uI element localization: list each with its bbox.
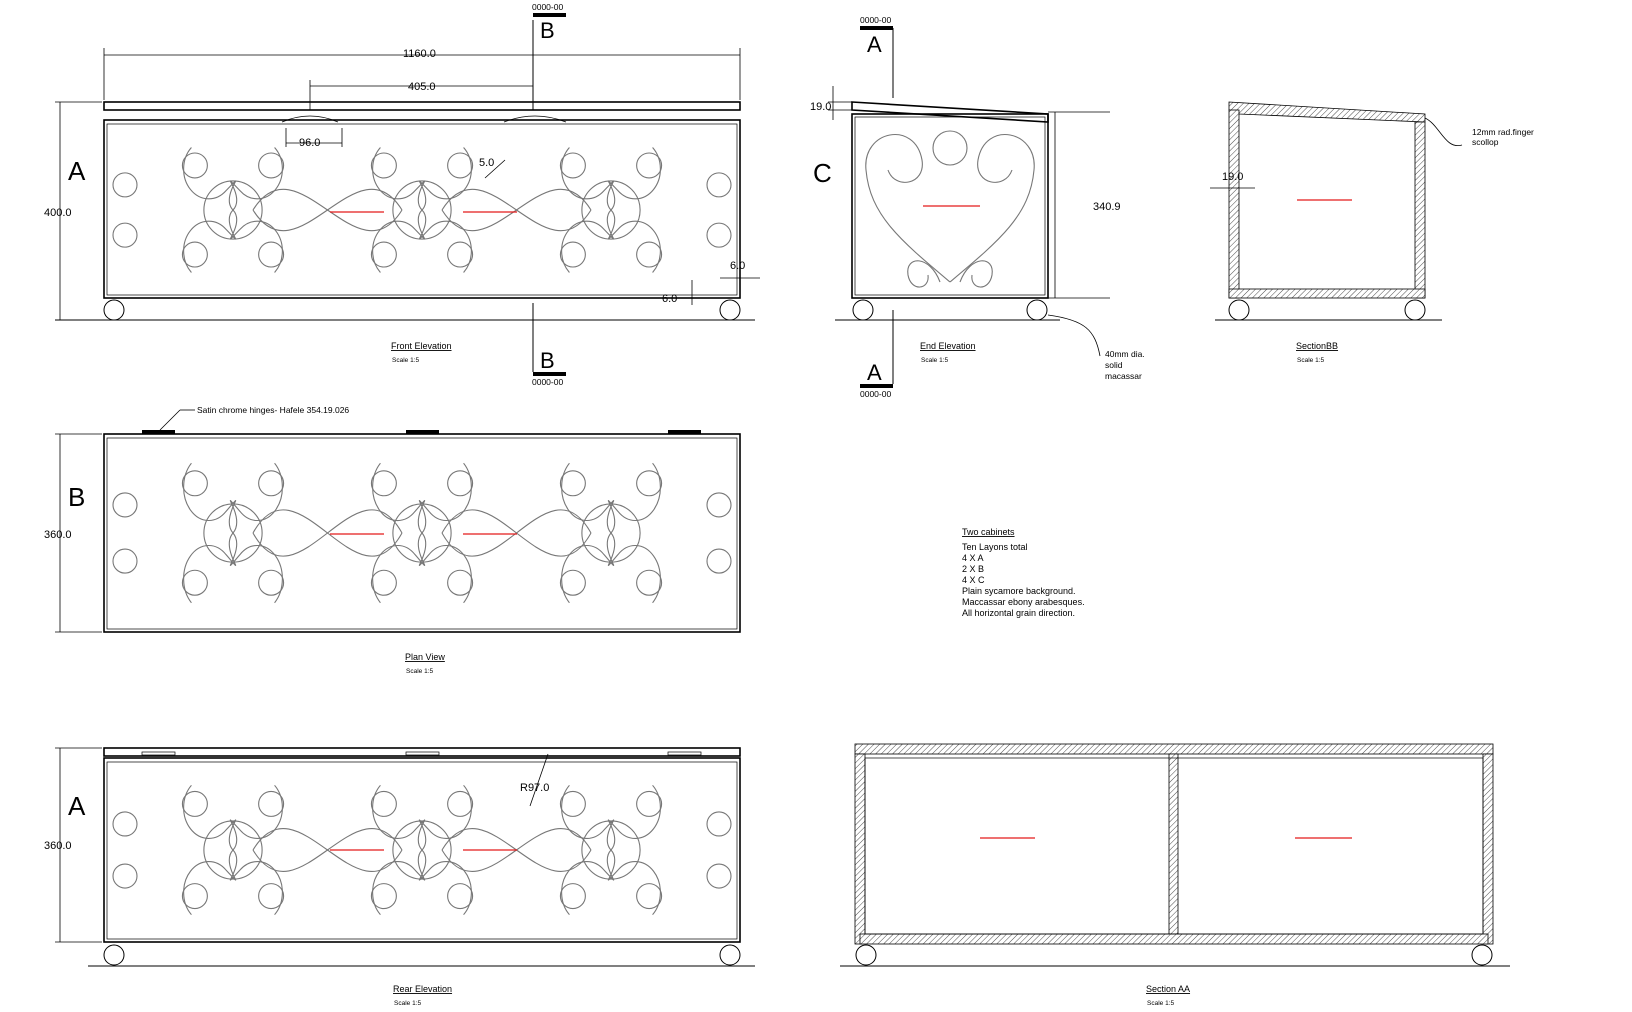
dim-lid-thickness: 19.0 <box>810 101 831 113</box>
dim-radius: R97.0 <box>520 782 549 794</box>
section-bb-scale: Scale 1:5 <box>1297 357 1324 364</box>
notes-line: Ten Layons total <box>962 542 1028 552</box>
section-bb: 19.0 12mm rad.finger scollop SectionBB S… <box>1210 101 1534 364</box>
plan-arabesque <box>112 462 732 604</box>
section-a-top-ref: 0000-00 <box>860 15 891 25</box>
section-a-bottom-letter: A <box>867 360 882 385</box>
notes-line: Maccassar ebony arabesques. <box>962 597 1085 607</box>
section-a-top-letter: A <box>867 32 882 57</box>
dim-front-height: 400.0 <box>44 207 72 219</box>
front-arabesque <box>112 147 732 273</box>
rear-title: Rear Elevation <box>393 984 452 994</box>
dim-plan-depth: 360.0 <box>44 529 72 541</box>
section-aa: Section AA Scale 1:5 <box>840 743 1510 1007</box>
section-b-bottom-letter: B <box>540 348 555 373</box>
notes-line: 4 X A <box>962 553 984 563</box>
dim-scroll-pitch: 96.0 <box>299 137 320 149</box>
end-view-label: C <box>813 158 832 188</box>
dim-margin-side: 6.0 <box>730 260 745 272</box>
section-aa-title: Section AA <box>1146 984 1190 994</box>
dim-overall-width: 1160.0 <box>403 48 436 60</box>
dim-end-height: 340.9 <box>1093 201 1121 213</box>
feet-note-2: solid <box>1105 360 1123 370</box>
plan-view-label: B <box>68 482 85 512</box>
front-scale: Scale 1:5 <box>392 357 419 364</box>
notes-block: Two cabinets Ten Layons total 4 X A 2 X … <box>962 527 1085 618</box>
end-elevation: 340.9 19.0 C 0000-00 A A 0000-00 40mm di… <box>810 15 1145 399</box>
front-title: Front Elevation <box>391 341 452 351</box>
rear-arabesque <box>112 784 732 916</box>
plan-view: Satin chrome hinges- Hafele 354.19.026 3… <box>44 405 741 675</box>
dim-rear-height: 360.0 <box>44 840 72 852</box>
plan-title: Plan View <box>405 652 445 662</box>
finger-note-1: 12mm rad.finger <box>1472 127 1534 137</box>
rear-elevation: R97.0 360.0 A Rear Elevation Scale 1:5 <box>44 747 755 1007</box>
feet-note-3: macassar <box>1105 371 1142 381</box>
dim-section-offset: 405.0 <box>408 81 436 93</box>
finger-note-2: scollop <box>1472 137 1499 147</box>
section-b-bottom-ref: 0000-00 <box>532 377 563 387</box>
front-elevation: 1160.0 405.0 96.0 400.0 A 5.0 6.0 6.0 00… <box>44 2 760 387</box>
dim-margin-bottom: 6.0 <box>662 293 677 305</box>
section-a-bottom-ref: 0000-00 <box>860 389 891 399</box>
feet-note-1: 40mm dia. <box>1105 349 1145 359</box>
dim-wall-thickness: 19.0 <box>1222 171 1243 183</box>
end-title: End Elevation <box>920 341 976 351</box>
hinges-note: Satin chrome hinges- Hafele 354.19.026 <box>197 405 349 415</box>
notes-line: All horizontal grain direction. <box>962 608 1075 618</box>
section-aa-scale: Scale 1:5 <box>1147 1000 1174 1007</box>
plan-scale: Scale 1:5 <box>406 668 433 675</box>
notes-line: 4 X C <box>962 575 985 585</box>
dim-groove: 5.0 <box>479 157 494 169</box>
end-scale: Scale 1:5 <box>921 357 948 364</box>
end-arabesque <box>865 130 1035 288</box>
section-b-top-ref: 0000-00 <box>532 2 563 12</box>
notes-heading: Two cabinets <box>962 527 1015 537</box>
notes-line: 2 X B <box>962 564 984 574</box>
front-view-label: A <box>68 156 86 186</box>
notes-line: Plain sycamore background. <box>962 586 1076 596</box>
section-b-top-letter: B <box>540 18 555 43</box>
section-bb-title: SectionBB <box>1296 341 1338 351</box>
rear-view-label: A <box>68 791 86 821</box>
rear-scale: Scale 1:5 <box>394 1000 421 1007</box>
